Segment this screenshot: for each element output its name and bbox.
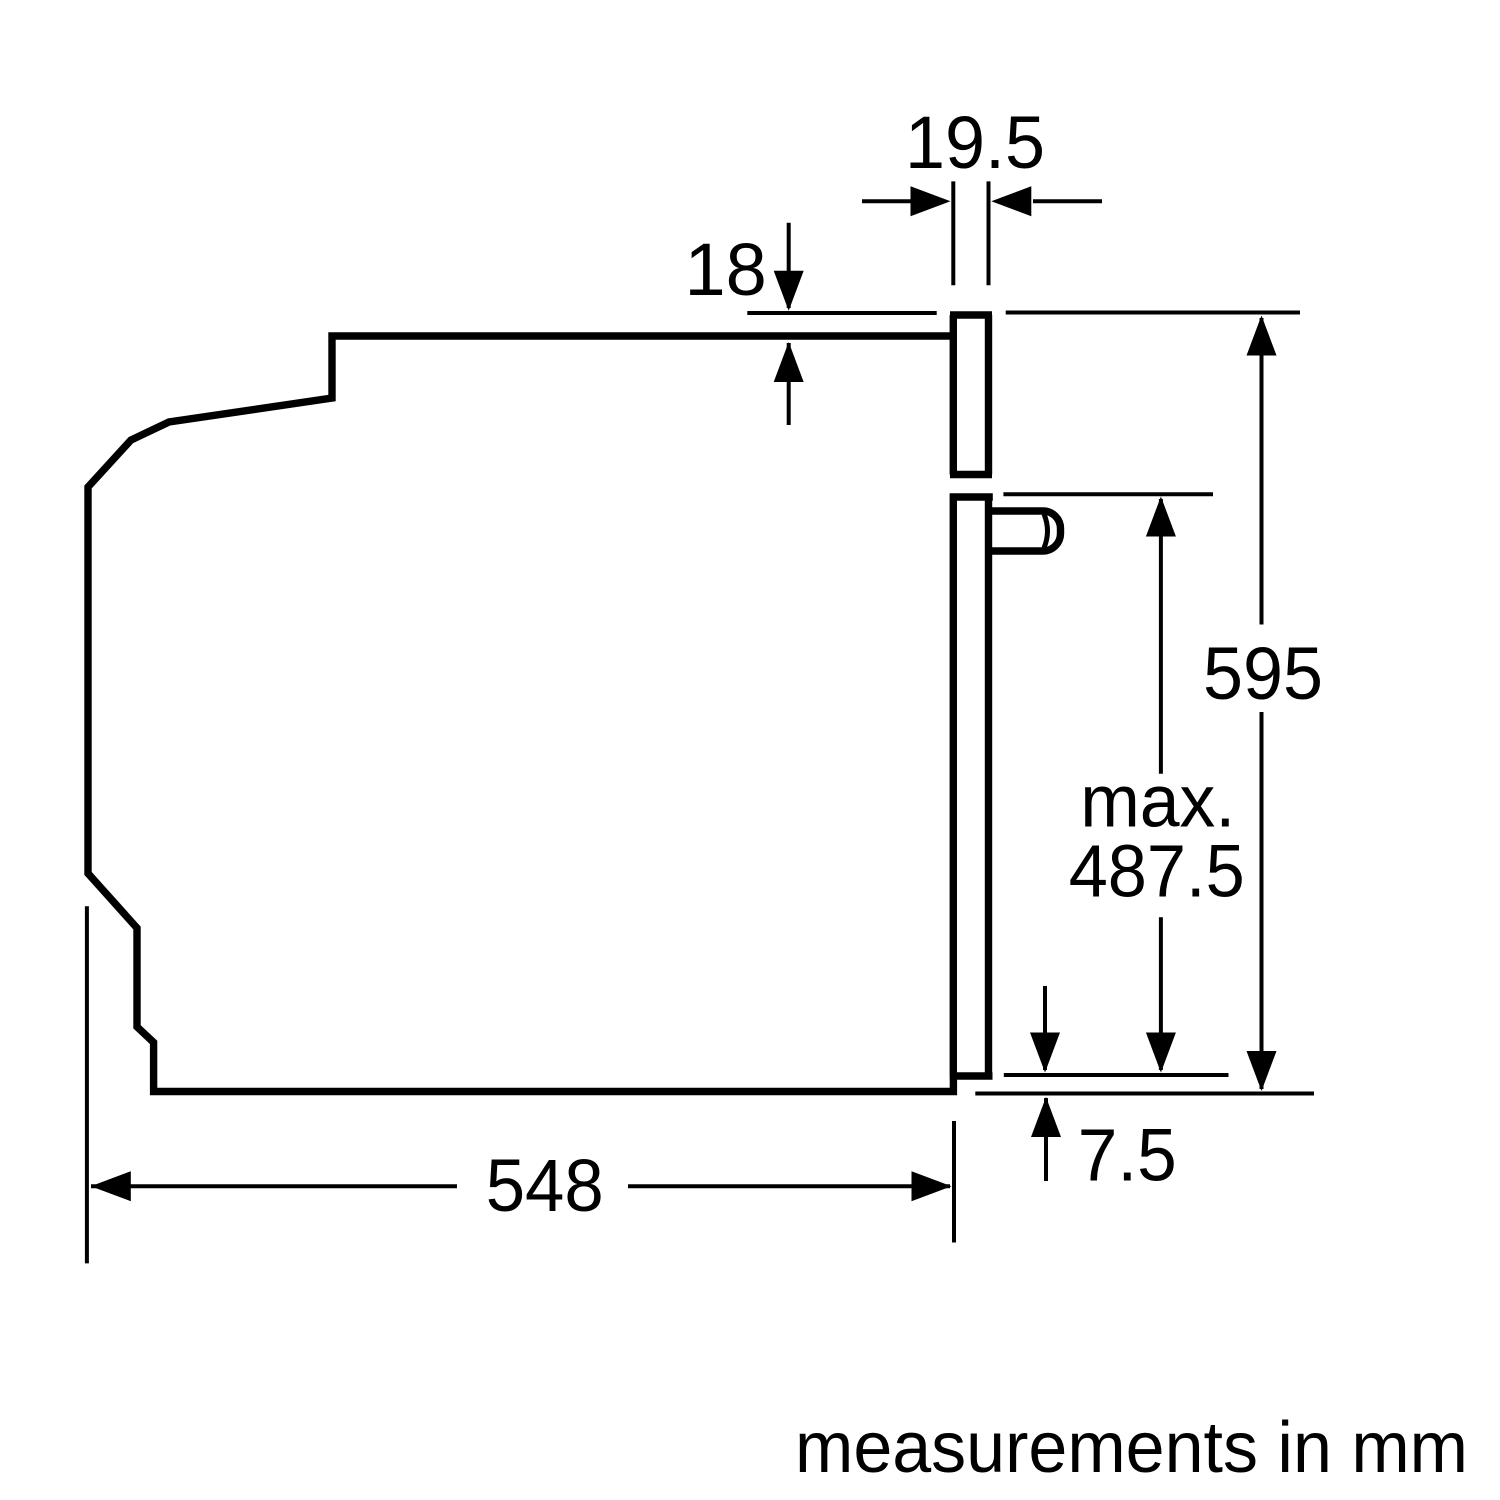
svg-text:7.5: 7.5 bbox=[1078, 1114, 1177, 1197]
svg-text:595: 595 bbox=[1203, 632, 1323, 715]
svg-text:measurements in mm: measurements in mm bbox=[795, 1408, 1468, 1488]
svg-text:487.5: 487.5 bbox=[1069, 830, 1245, 913]
svg-text:18: 18 bbox=[685, 228, 767, 311]
svg-text:max.: max. bbox=[1080, 760, 1235, 843]
svg-text:19.5: 19.5 bbox=[905, 101, 1045, 184]
svg-text:548: 548 bbox=[486, 1144, 604, 1227]
